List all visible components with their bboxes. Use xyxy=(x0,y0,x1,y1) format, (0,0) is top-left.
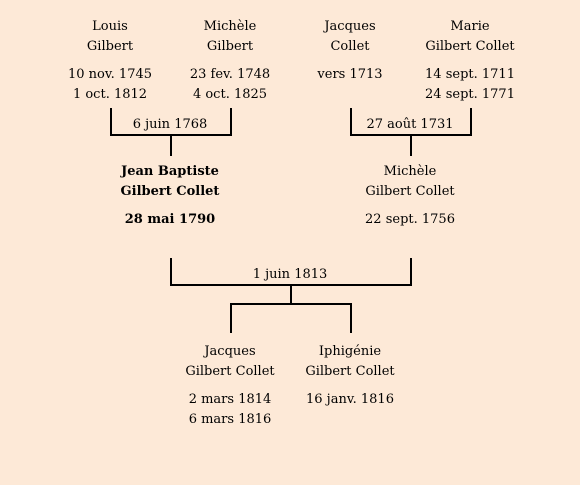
person-birth-date: vers 1713 xyxy=(317,67,383,82)
person-death-date: 24 sept. 1771 xyxy=(425,87,515,102)
person-birth-date: 10 nov. 1745 xyxy=(67,67,153,82)
person-birth-date: 28 mai 1790 xyxy=(124,212,216,227)
person-last-name: Gilbert xyxy=(86,39,134,54)
person-first-name: Jacques xyxy=(204,344,256,359)
person-first-name: Michèle xyxy=(383,164,437,179)
connector-line xyxy=(170,258,172,286)
connector-line xyxy=(350,108,352,136)
person-last-name: Collet xyxy=(330,39,370,54)
connector-line xyxy=(230,303,232,333)
connector-line xyxy=(170,134,172,156)
person-birth-date: 22 sept. 1756 xyxy=(365,212,455,227)
person-first-name: Michèle xyxy=(203,19,257,34)
person-last-name: Gilbert xyxy=(206,39,254,54)
connector-line xyxy=(410,258,412,286)
marriage-date: 6 juin 1768 xyxy=(132,117,208,132)
connector-line xyxy=(230,303,352,305)
connector-line xyxy=(110,108,112,136)
person-first-name: Jacques xyxy=(324,19,376,34)
connector-line xyxy=(410,134,412,156)
person-birth-date: 23 fev. 1748 xyxy=(189,67,271,82)
person-birth-date: 16 janv. 1816 xyxy=(306,392,394,407)
marriage-date: 1 juin 1813 xyxy=(252,267,328,282)
person-birth-date: 14 sept. 1711 xyxy=(425,67,515,82)
person-death-date: 4 oct. 1825 xyxy=(192,87,268,102)
connector-line xyxy=(290,284,292,304)
connector-line xyxy=(230,108,232,136)
person-first-name: Louis xyxy=(92,19,128,34)
person-death-date: 1 oct. 1812 xyxy=(72,87,148,102)
connector-line xyxy=(350,303,352,333)
person-death-date: 6 mars 1816 xyxy=(188,412,272,427)
person-first-name: Jean Baptiste xyxy=(121,164,219,179)
person-first-name: Iphigénie xyxy=(318,344,382,359)
person-last-name: Gilbert Collet xyxy=(305,364,395,379)
person-last-name: Gilbert Collet xyxy=(185,364,275,379)
connector-line xyxy=(470,108,472,136)
person-last-name: Gilbert Collet xyxy=(365,184,455,199)
person-last-name: Gilbert Collet xyxy=(120,184,220,199)
person-first-name: Marie xyxy=(450,19,490,34)
person-last-name: Gilbert Collet xyxy=(425,39,515,54)
person-birth-date: 2 mars 1814 xyxy=(188,392,272,407)
marriage-date: 27 août 1731 xyxy=(366,117,454,132)
